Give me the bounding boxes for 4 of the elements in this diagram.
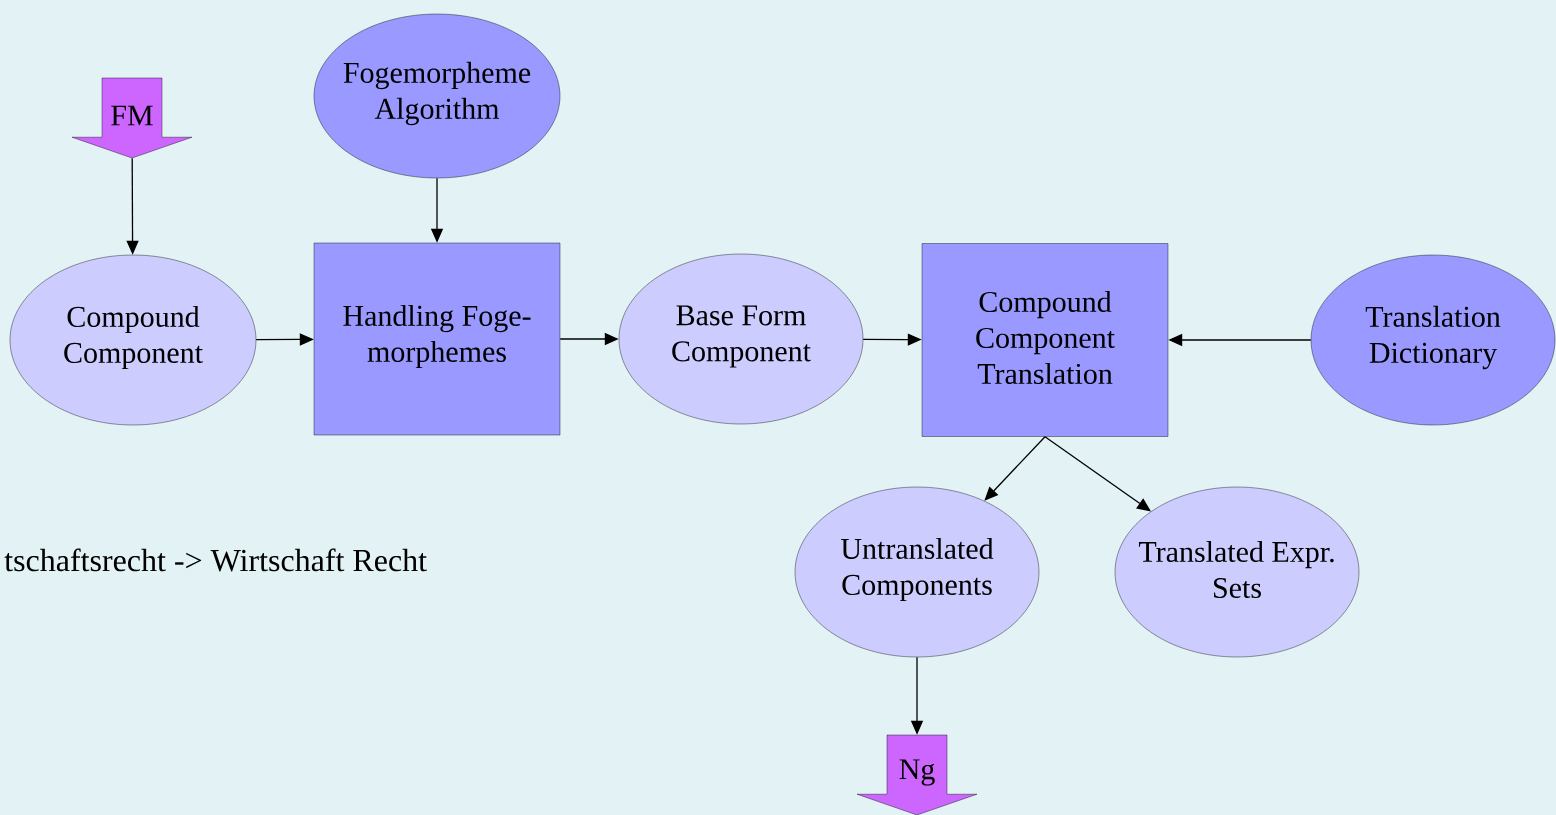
example-text: tschaftsrecht -> Wirtschaft Recht	[4, 548, 427, 572]
process-box: Compound Component Translation	[921, 243, 1169, 437]
arrow	[984, 436, 1046, 501]
process-box: Handling Foge- morphemes	[313, 242, 561, 436]
